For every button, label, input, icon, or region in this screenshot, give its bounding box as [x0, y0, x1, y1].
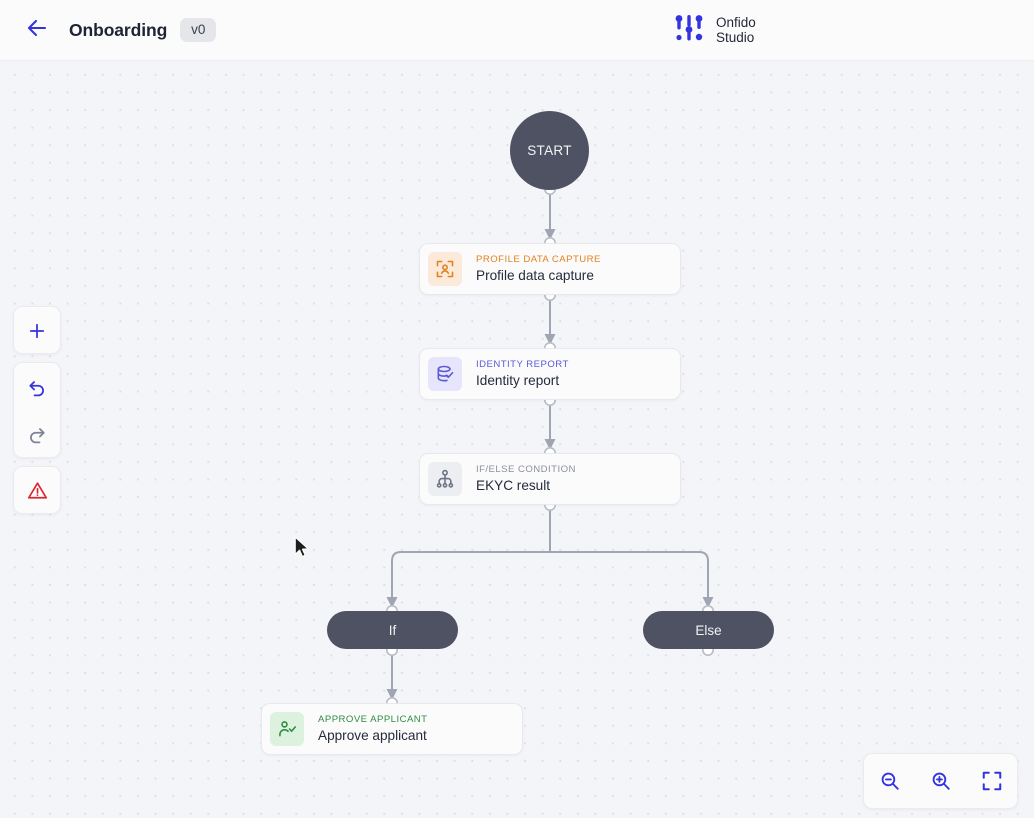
card-text: APPROVE APPLICANT Approve applicant	[318, 714, 428, 744]
card-title: Profile data capture	[476, 268, 594, 283]
branch-pill-else[interactable]: Else	[643, 611, 774, 649]
toolbar-add-group	[13, 306, 61, 354]
profile-capture-icon	[428, 252, 462, 286]
version-badge[interactable]: v0	[180, 18, 217, 42]
brand-line-2: Studio	[716, 30, 755, 45]
approve-applicant-icon	[270, 712, 304, 746]
node-approve-applicant[interactable]: APPROVE APPLICANT Approve applicant	[261, 703, 523, 755]
card-text: IF/ELSE CONDITION EKYC result	[476, 464, 576, 494]
add-node-button[interactable]	[14, 307, 60, 354]
card-title: Identity report	[476, 373, 560, 388]
onfido-sliders-icon	[674, 13, 704, 47]
card-kicker: PROFILE DATA CAPTURE	[476, 254, 601, 265]
app-header: Onboarding v0 Onfido Studio	[0, 0, 1034, 61]
zoom-in-button[interactable]	[920, 760, 962, 802]
card-kicker: IF/ELSE CONDITION	[476, 464, 576, 475]
card-title: EKYC result	[476, 478, 551, 493]
node-identity-report[interactable]: IDENTITY REPORT Identity report	[419, 348, 681, 400]
undo-button[interactable]	[14, 363, 60, 410]
toolbar-warning-group	[13, 466, 61, 514]
card-kicker: IDENTITY REPORT	[476, 359, 569, 370]
node-profile-data-capture[interactable]: PROFILE DATA CAPTURE Profile data captur…	[419, 243, 681, 295]
zoom-out-button[interactable]	[869, 760, 911, 802]
back-button[interactable]	[20, 13, 54, 47]
toolbar-history-group	[13, 362, 61, 458]
branch-label: Else	[695, 622, 722, 638]
page-title: Onboarding	[69, 19, 168, 40]
brand-logo: Onfido Studio	[674, 13, 756, 47]
card-text: IDENTITY REPORT Identity report	[476, 359, 569, 389]
card-title: Approve applicant	[318, 728, 427, 743]
flow-canvas[interactable]: START PROFILE DATA CAPTURE Profile data …	[0, 61, 1034, 818]
fit-to-screen-button[interactable]	[971, 760, 1013, 802]
start-label: START	[527, 143, 572, 158]
warning-button[interactable]	[14, 467, 60, 514]
card-kicker: APPROVE APPLICANT	[318, 714, 428, 725]
branch-hierarchy-icon	[428, 462, 462, 496]
arrow-left-icon	[25, 16, 49, 45]
branch-pill-if[interactable]: If	[327, 611, 458, 649]
mouse-cursor-icon	[294, 536, 311, 564]
branch-label: If	[388, 622, 397, 638]
redo-button[interactable]	[14, 410, 60, 457]
card-text: PROFILE DATA CAPTURE Profile data captur…	[476, 254, 601, 284]
brand-name: Onfido Studio	[716, 15, 756, 46]
identity-report-database-icon	[428, 357, 462, 391]
brand-line-1: Onfido	[716, 14, 756, 30]
node-start[interactable]: START	[510, 111, 589, 190]
zoom-controls	[863, 753, 1018, 809]
node-ifelse-condition[interactable]: IF/ELSE CONDITION EKYC result	[419, 453, 681, 505]
